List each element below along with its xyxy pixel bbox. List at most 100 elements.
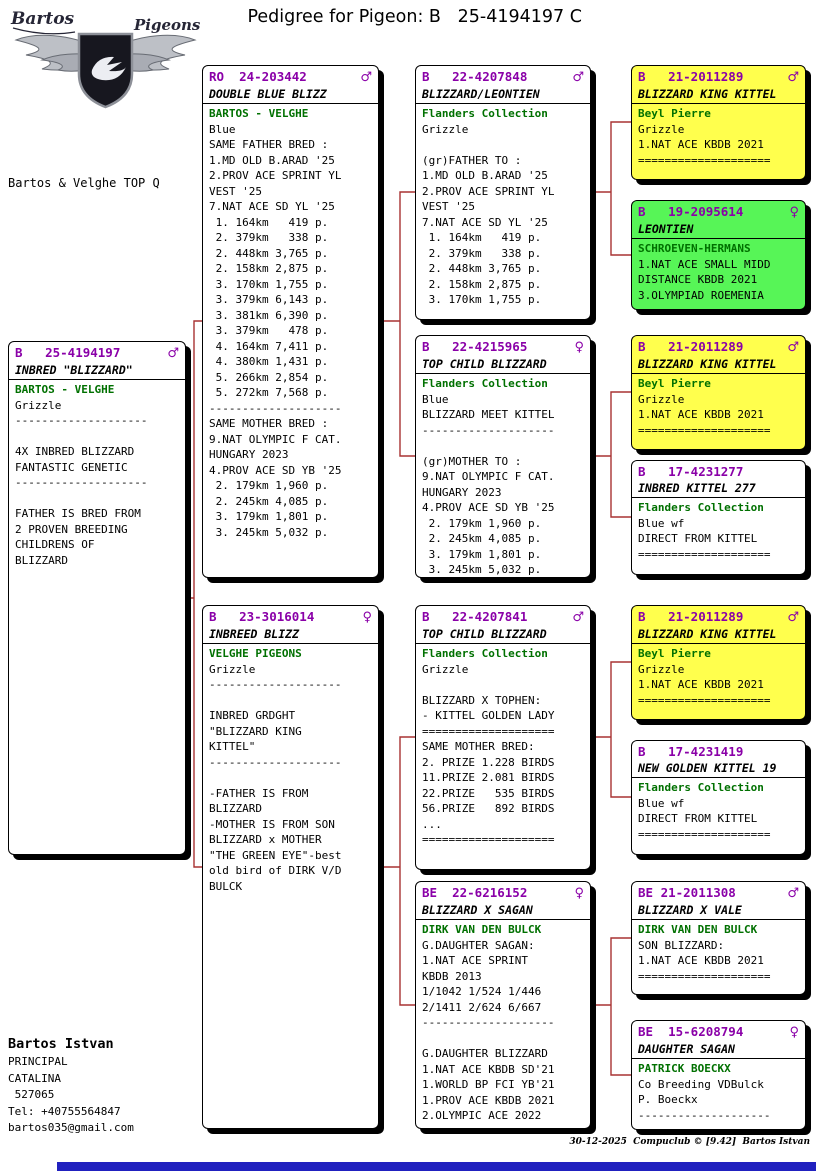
female-sex-icon: ♀ — [789, 1025, 799, 1040]
text-line: 1.NAT ACE KBDB 2021 — [638, 678, 764, 691]
fancier-name: Beyl Pierre — [638, 107, 711, 120]
text-line: 1.NAT ACE KBDB SD'21 — [422, 1062, 555, 1076]
text-line: 4. 164km 7,411 p. — [209, 339, 329, 353]
text-line: (gr)FATHER TO : — [422, 153, 522, 167]
dam-dam-sire-box: BE 21-2011308 ♂ BLIZZARD X VALE DIRK VAN… — [631, 881, 806, 995]
female-sex-icon: ♀ — [574, 340, 584, 355]
box-body: Grizzle--------------------INBRED GRDGHT… — [209, 662, 372, 895]
pigeon-name: DOUBLE BLUE BLIZZ — [209, 87, 327, 101]
text-line: CATALINA — [8, 1071, 61, 1085]
divider — [632, 643, 805, 644]
text-line: 2. 158km 2,875 p. — [422, 277, 542, 291]
pigeon-name: BLIZZARD X VALE — [638, 903, 742, 917]
fancier-name: DIRK VAN DEN BULCK — [638, 923, 758, 936]
sire-box: RO 24-203442 ♂ DOUBLE BLUE BLIZZ BARTOS … — [202, 65, 379, 578]
ring-number: B 21-2011289 — [638, 69, 744, 84]
text-line: Grizzle — [422, 662, 469, 676]
dove-icon — [91, 56, 126, 81]
text-line — [209, 693, 372, 709]
sire-dam-box: B 22-4215965 ♀ TOP CHILD BLIZZARD Flande… — [415, 335, 591, 578]
text-line: 1/1042 1/524 1/446 — [422, 985, 542, 998]
text-line: DIRECT FROM KITTEL — [638, 532, 758, 545]
text-line: 3. 245km 5,032 p. — [209, 525, 329, 539]
text-line: ==================== — [638, 827, 771, 841]
text-line: Blue wf — [638, 796, 685, 810]
text-line — [422, 1031, 584, 1047]
ring-number: B 19-2095614 — [638, 204, 744, 219]
text-line: 9.NAT OLYMPIC F CAT. — [422, 470, 555, 483]
text-line: VEST '25 — [209, 184, 262, 198]
ring-number: B 25-4194197 — [15, 345, 121, 360]
fancier-name: Beyl Pierre — [638, 377, 711, 390]
text-line: BLIZZARD x MOTHER — [209, 833, 322, 846]
box-header: B 19-2095614 ♀ — [638, 203, 799, 221]
text-line: 3. 379km 478 p. — [209, 324, 329, 337]
ring-number: B 22-4207841 — [422, 609, 528, 624]
text-line: 1.NAT ACE KBDB 2021 — [638, 954, 764, 967]
text-line: 1.NAT ACE SMALL MIDD — [638, 257, 771, 271]
divider — [416, 373, 590, 374]
pigeon-name: LEONTIEN — [638, 222, 694, 236]
loft-logo: Bartos Pigeons — [10, 9, 201, 109]
ring-number: RO 24-203442 — [209, 69, 307, 84]
text-line: 3. 170km 1,755 p. — [422, 293, 542, 306]
divider — [632, 103, 805, 104]
text-line: -------------------- — [209, 678, 342, 691]
sire-sire-dam-box: B 19-2095614 ♀ LEONTIEN SCHROEVEN-HERMAN… — [631, 200, 806, 310]
text-line: 22.PRIZE 535 BIRDS — [422, 786, 555, 800]
box-header: B 17-4231277 — [638, 463, 799, 480]
text-line: -MOTHER IS FROM SON — [209, 817, 335, 831]
text-line: BLIZZARD — [15, 553, 68, 567]
page-title: Pedigree for Pigeon: B 25-4194197 C — [247, 7, 582, 27]
dam-sire-box: B 22-4207841 ♂ TOP CHILD BLIZZARD Flande… — [415, 605, 591, 870]
text-line: -------------------- — [15, 414, 148, 427]
text-line: ==================== — [638, 547, 771, 561]
male-sex-icon: ♂ — [167, 346, 179, 361]
text-line: 2. 245km 4,085 p. — [422, 532, 542, 545]
fancier-name: BARTOS - VELGHE — [209, 107, 309, 120]
pigeon-name: TOP CHILD BLIZZARD — [422, 357, 547, 371]
pigeon-name: NEW GOLDEN KITTEL 19 — [638, 761, 777, 775]
text-line: ==================== — [638, 153, 771, 167]
text-line — [15, 491, 179, 507]
text-line: 4.PROV ACE SD YB '25 — [209, 463, 342, 477]
box-header: B 22-4207848 ♂ — [422, 68, 584, 86]
text-line: -------------------- — [422, 423, 555, 437]
text-line: VEST '25 — [422, 200, 475, 213]
ring-number: B 17-4231277 — [638, 464, 744, 479]
ring-number: B 22-4215965 — [422, 339, 528, 354]
box-body: Grizzle--------------------4X INBRED BLI… — [15, 398, 179, 569]
female-sex-icon: ♀ — [362, 610, 372, 625]
text-line: FANTASTIC GENETIC — [15, 460, 128, 474]
pigeon-name: BLIZZARD/LEONTIEN — [422, 87, 540, 101]
male-sex-icon: ♂ — [572, 610, 584, 625]
text-line: 3. 379km 6,143 p. — [209, 293, 329, 306]
text-line: 2. 245km 4,085 p. — [209, 494, 329, 508]
box-header: B 25-4194197 ♂ — [15, 344, 179, 362]
pigeon-name: BLIZZARD KING KITTEL — [638, 357, 777, 371]
text-line: 1.MD OLD B.ARAD '25 — [209, 153, 335, 167]
print-credit: 30-12-2025 Compuclub © [9.42] Bartos Ist… — [569, 1137, 810, 1147]
box-header: RO 24-203442 ♂ — [209, 68, 372, 86]
divider — [632, 1058, 805, 1059]
box-header: B 23-3016014 ♀ — [209, 608, 372, 626]
box-header: B 22-4215965 ♀ — [422, 338, 584, 356]
male-sex-icon: ♂ — [787, 340, 799, 355]
fancier-name: BARTOS - VELGHE — [15, 383, 115, 396]
male-sex-icon: ♂ — [787, 610, 799, 625]
text-line: 2.PROV ACE SPRINT YL — [422, 184, 555, 198]
divider — [632, 777, 805, 778]
text-line: KBDB 2013 — [422, 969, 482, 983]
pigeon-name: BLIZZARD KING KITTEL — [638, 87, 777, 101]
text-line: G.DAUGHTER SAGAN: — [422, 938, 535, 952]
dam-sire-sire-box: B 21-2011289 ♂ BLIZZARD KING KITTEL Beyl… — [631, 605, 806, 720]
text-line: 7.NAT ACE SD YL '25 — [209, 200, 335, 213]
text-line: - KITTEL GOLDEN LADY — [422, 709, 555, 722]
subject-box: B 25-4194197 ♂ INBRED "BLIZZARD" BARTOS … — [8, 341, 186, 855]
pigeon-name: INBRED KITTEL 277 — [638, 481, 756, 495]
